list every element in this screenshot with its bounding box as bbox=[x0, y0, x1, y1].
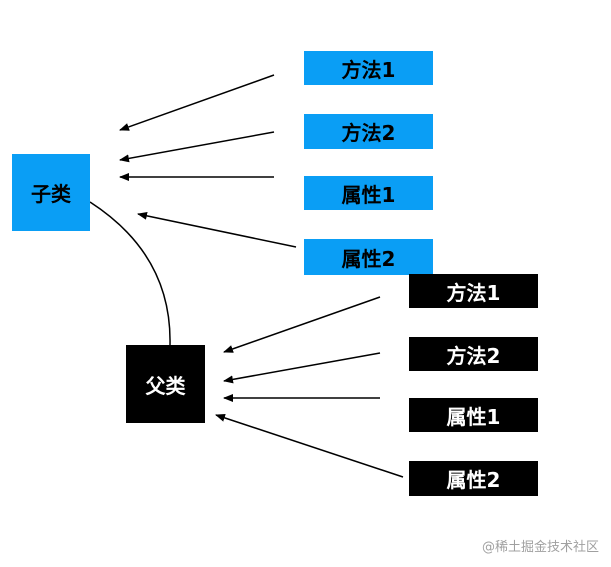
parent-member-label: 属性2 bbox=[446, 468, 501, 492]
child-member-label: 属性2 bbox=[341, 246, 396, 271]
parent-member-label: 属性1 bbox=[446, 404, 501, 429]
child-member-label: 属性1 bbox=[341, 182, 396, 207]
parent-class-box: 父类 bbox=[126, 345, 205, 423]
parent-member-attr2: 属性2 bbox=[409, 461, 538, 496]
parent-member-method1: 方法1 bbox=[409, 274, 538, 308]
child-member-label: 方法1 bbox=[341, 57, 396, 82]
watermark: @稀土掘金技术社区 bbox=[481, 540, 599, 555]
child-class-label: 子类 bbox=[31, 182, 71, 206]
arrow-parent-attr2 bbox=[215, 414, 404, 478]
arrow-parent-method1 bbox=[223, 296, 381, 353]
child-member-attr2: 属性2 bbox=[304, 239, 433, 275]
child-member-attr1: 属性1 bbox=[304, 176, 433, 210]
inheritance-curve bbox=[89, 201, 171, 346]
parent-member-label: 方法1 bbox=[446, 280, 501, 305]
arrow-parent-method2 bbox=[223, 352, 381, 384]
arrow-child-method1 bbox=[119, 74, 275, 131]
child-member-method1: 方法1 bbox=[304, 51, 433, 85]
arrow-child-attr2 bbox=[137, 211, 297, 248]
parent-member-label: 方法2 bbox=[446, 343, 501, 368]
child-member-label: 方法2 bbox=[341, 121, 396, 145]
arrow-child-method2 bbox=[119, 131, 275, 163]
child-class-box: 子类 bbox=[12, 154, 90, 231]
parent-member-attr1: 属性1 bbox=[409, 398, 538, 432]
parent-class-label: 父类 bbox=[145, 373, 186, 398]
parent-member-method2: 方法2 bbox=[409, 337, 538, 371]
child-member-method2: 方法2 bbox=[304, 114, 433, 149]
